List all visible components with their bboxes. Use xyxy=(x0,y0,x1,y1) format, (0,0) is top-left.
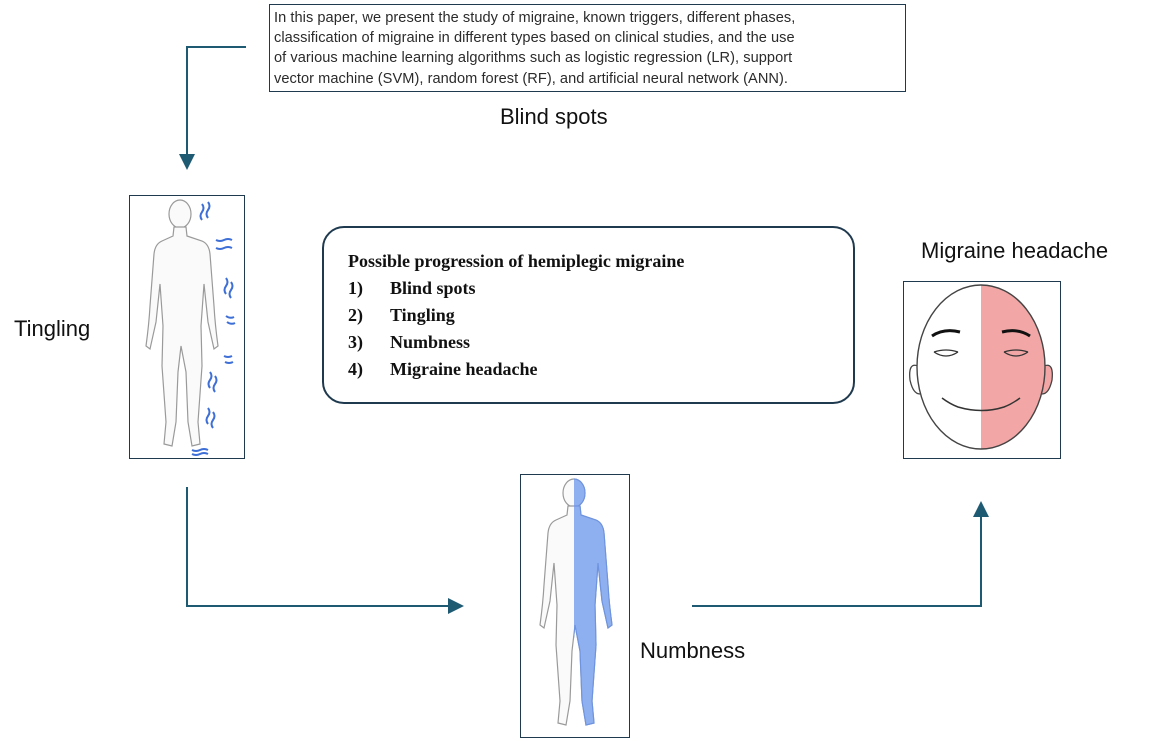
progression-item: 4) Migraine headache xyxy=(348,356,853,383)
arrow-blindspots-to-tingling xyxy=(179,46,246,170)
abstract-excerpt-box: In this paper, we present the study of m… xyxy=(269,4,906,92)
progression-title: Possible progression of hemiplegic migra… xyxy=(348,251,685,271)
tingling-marks xyxy=(191,201,236,456)
label-migraine-headache: Migraine headache xyxy=(921,238,1109,263)
excerpt-line: classification of migraine in different … xyxy=(274,30,795,47)
item-number: 1) xyxy=(348,278,363,298)
item-number: 3) xyxy=(348,332,363,352)
excerpt-line: of various machine learning algorithms s… xyxy=(274,50,793,67)
excerpt-line: vector machine (SVM), random forest (RF)… xyxy=(274,70,789,87)
face-outline xyxy=(916,284,1046,450)
right-eyebrow xyxy=(1001,329,1031,338)
item-number: 2) xyxy=(348,305,363,325)
progression-item: 1) Blind spots xyxy=(348,275,853,302)
arrow-numbness-to-headache xyxy=(692,501,989,607)
label-tingling: Tingling xyxy=(14,316,91,341)
face-illustration xyxy=(909,284,1053,450)
tingling-body-illustration xyxy=(145,199,236,456)
left-eye xyxy=(933,349,959,357)
progression-item: 3) Numbness xyxy=(348,329,853,356)
numbness-figure-frame xyxy=(520,474,630,738)
left-eyebrow xyxy=(931,329,961,338)
item-label: Blind spots xyxy=(390,278,476,298)
tingling-figure-frame xyxy=(129,195,245,459)
excerpt-line: In this paper, we present the study of m… xyxy=(274,10,796,26)
item-number: 4) xyxy=(348,359,363,379)
arrow-tingling-to-numbness xyxy=(186,487,464,614)
item-label: Migraine headache xyxy=(390,359,538,379)
face-frame xyxy=(903,281,1061,459)
label-blind-spots: Blind spots xyxy=(500,104,608,129)
mouth xyxy=(941,397,1021,412)
progression-box: Possible progression of hemiplegic migra… xyxy=(322,226,855,404)
progression-item: 2) Tingling xyxy=(348,302,853,329)
label-numbness: Numbness xyxy=(640,638,746,663)
right-eye xyxy=(1003,349,1029,357)
item-label: Numbness xyxy=(390,332,471,352)
numb-side xyxy=(574,478,613,726)
item-label: Tingling xyxy=(390,305,455,325)
numbness-body-illustration xyxy=(539,478,613,726)
